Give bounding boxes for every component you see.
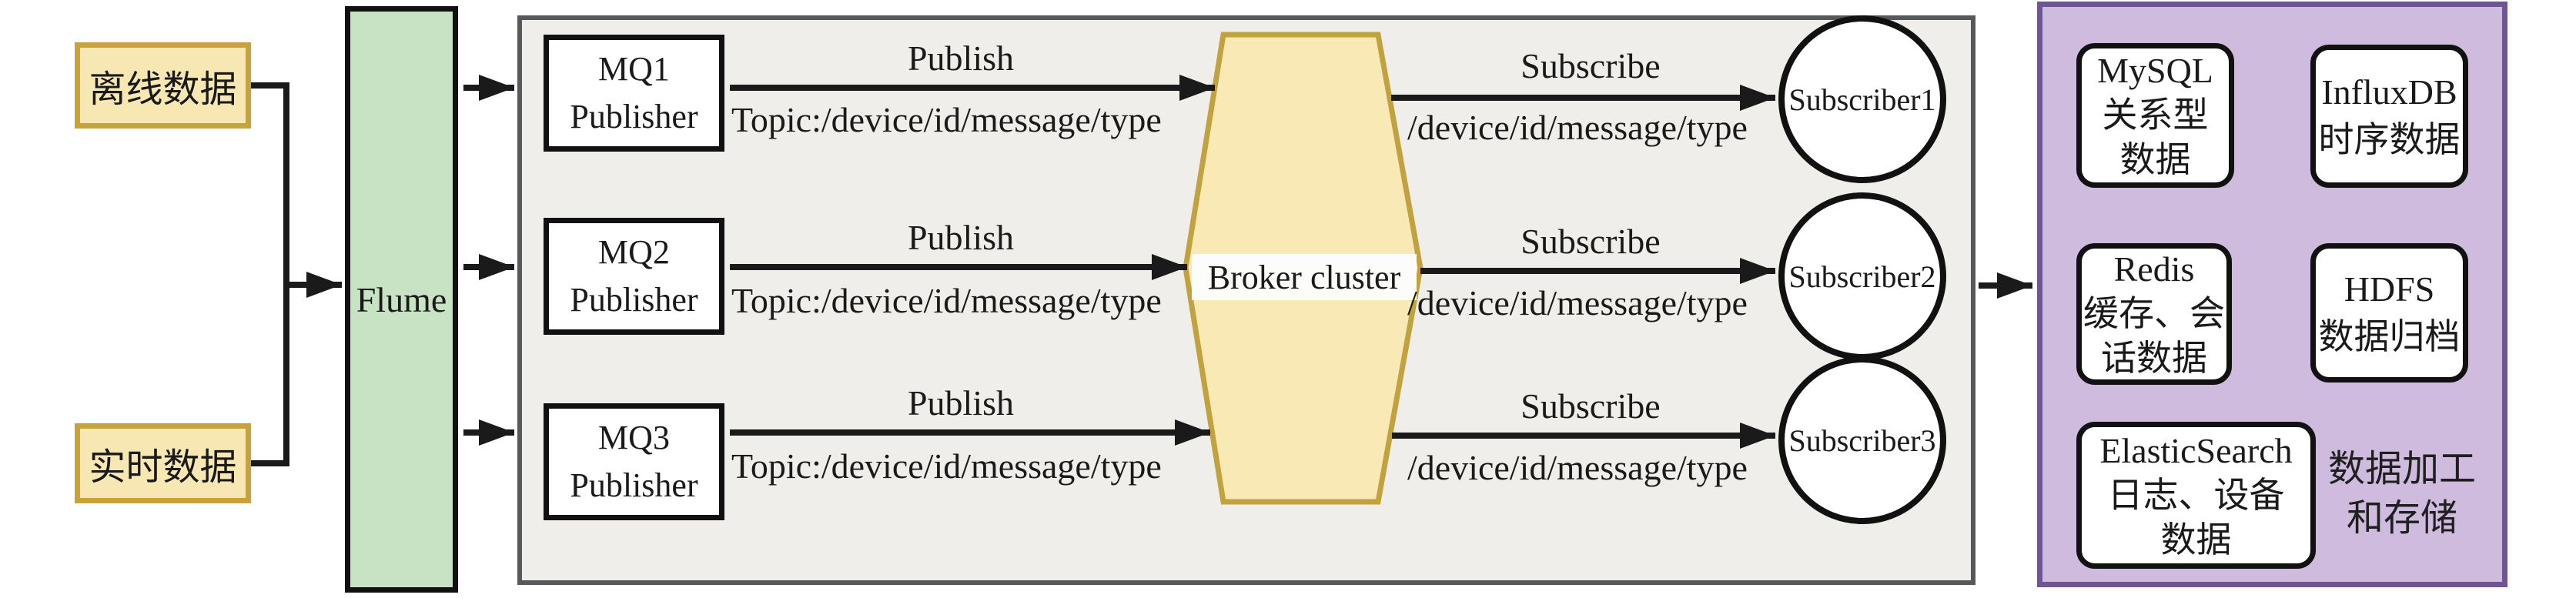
mq1-name: MQ1 <box>598 50 670 88</box>
redis-name: Redis <box>2113 249 2195 289</box>
storage-panel-caption: 数据加工 和存储 <box>2319 445 2485 543</box>
subscribe-topic-label-1: /device/id/message/type <box>1407 108 1748 147</box>
flume-box: Flume <box>345 6 458 593</box>
source-junction-line <box>251 82 289 466</box>
subscribe-label-3: Subscribe <box>1521 386 1661 426</box>
broker-cluster-text: Broker cluster <box>1207 258 1401 296</box>
subscribe-topic-label-2: /device/id/message/type <box>1407 283 1748 322</box>
broker-cluster-label: Broker cluster <box>1192 254 1417 300</box>
subscriber2-label: Subscriber2 <box>1788 259 1936 294</box>
caption-line-2: 和存储 <box>2346 498 2457 539</box>
storage-box-elasticsearch: ElasticSearch 日志、设备 数据 <box>2076 422 2316 569</box>
offline-data-label: 离线数据 <box>89 69 237 110</box>
mysql-name: MySQL <box>2097 51 2213 90</box>
redis-desc-1: 缓存、会 <box>2083 294 2225 333</box>
influxdb-desc: 时序数据 <box>2318 120 2461 159</box>
publish-label-1: Publish <box>907 38 1015 78</box>
storage-box-mysql: MySQL 关系型 数据 <box>2076 43 2234 188</box>
mysql-desc-1: 关系型 <box>2102 95 2209 135</box>
realtime-data-box: 实时数据 <box>75 423 251 503</box>
caption-line-1: 数据加工 <box>2327 449 2476 489</box>
publish-topic-label-2: Topic:/device/id/message/type <box>731 281 1162 320</box>
subscriber-circle-2: Subscriber2 <box>1778 192 1946 360</box>
subscriber3-label: Subscriber3 <box>1788 423 1936 458</box>
mq-publisher-box-2: MQ2 Publisher <box>544 218 724 335</box>
subscriber1-label: Subscriber1 <box>1788 82 1936 117</box>
elasticsearch-name: ElasticSearch <box>2099 430 2293 470</box>
flume-label: Flume <box>356 279 447 319</box>
mq-publisher-box-3: MQ3 Publisher <box>544 403 724 520</box>
publish-label-3: Publish <box>907 383 1015 423</box>
storage-box-redis: Redis 缓存、会 话数据 <box>2076 243 2232 385</box>
publish-label-2: Publish <box>907 218 1015 257</box>
mq2-name: MQ2 <box>598 233 670 271</box>
hdfs-name: HDFS <box>2343 269 2435 309</box>
mysql-desc-2: 数据 <box>2119 140 2191 179</box>
publish-topic-label-3: Topic:/device/id/message/type <box>731 446 1162 486</box>
subscriber-circle-1: Subscriber1 <box>1778 15 1946 183</box>
influxdb-name: InfluxDB <box>2321 72 2457 112</box>
mq1-role: Publisher <box>570 98 698 135</box>
mq3-role: Publisher <box>570 466 698 504</box>
redis-desc-2: 话数据 <box>2101 339 2207 378</box>
mq2-role: Publisher <box>570 281 698 319</box>
subscribe-topic-label-3: /device/id/message/type <box>1407 448 1748 487</box>
offline-data-box: 离线数据 <box>75 42 251 129</box>
mq-publisher-box-1: MQ1 Publisher <box>544 35 724 152</box>
elasticsearch-desc-1: 日志、设备 <box>2107 475 2285 515</box>
publish-topic-label-1: Topic:/device/id/message/type <box>731 100 1162 139</box>
hdfs-desc: 数据归档 <box>2318 316 2461 356</box>
mq3-name: MQ3 <box>598 419 670 456</box>
subscriber-circle-3: Subscriber3 <box>1778 356 1946 524</box>
elasticsearch-desc-2: 数据 <box>2160 519 2232 560</box>
realtime-data-label: 实时数据 <box>89 447 237 488</box>
storage-box-influxdb: InfluxDB 时序数据 <box>2310 45 2468 188</box>
storage-box-hdfs: HDFS 数据归档 <box>2310 243 2468 383</box>
subscribe-label-1: Subscribe <box>1521 46 1661 85</box>
subscribe-label-2: Subscribe <box>1521 222 1661 261</box>
